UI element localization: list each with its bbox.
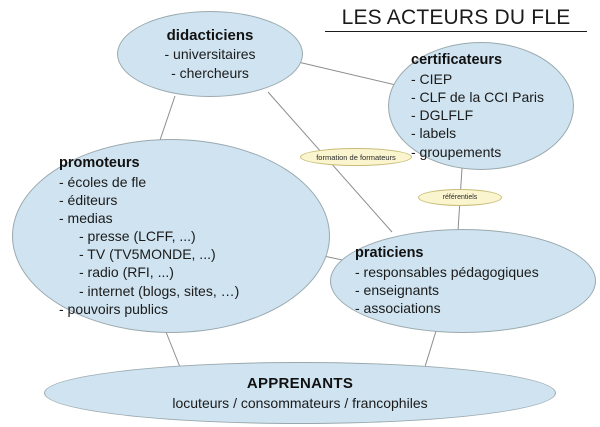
node-certificateurs-heading: certificateurs [411, 52, 503, 69]
edge-label-referentiels-text: référentiels [442, 194, 478, 201]
node-promoteurs-subitem: - TV (TV5MONDE, ...) [79, 246, 216, 263]
node-praticiens-heading: praticiens [355, 245, 424, 262]
node-promoteurs[interactable]: promoteurs - écoles de fle - éditeurs - … [12, 139, 330, 333]
node-apprenants[interactable]: APPRENANTS locuteurs / consommateurs / f… [44, 362, 556, 424]
node-praticiens-item: - enseignants [355, 282, 440, 299]
node-certificateurs-item: - groupements [411, 143, 502, 160]
node-certificateurs-item: - labels [411, 125, 457, 142]
node-certificateurs-item: - CIEP [411, 70, 453, 87]
connector-didacticiens-promoteurs [157, 95, 176, 147]
node-promoteurs-item: - éditeurs [59, 191, 118, 208]
edge-label-referentiels[interactable]: référentiels [418, 189, 502, 206]
node-apprenants-subtitle: locuteurs / consommateurs / francophiles [172, 394, 428, 411]
node-praticiens-item: - associations [355, 300, 441, 317]
edge-label-formation-de-formateurs[interactable]: formation de formateurs [300, 148, 412, 166]
node-praticiens-item: - responsables pédagogiques [355, 263, 539, 280]
node-promoteurs-item: - pouvoirs publics [59, 300, 168, 317]
node-promoteurs-heading: promoteurs [59, 154, 140, 171]
node-didacticiens[interactable]: didacticiens - universitaires - chercheu… [117, 11, 303, 97]
connector-didacticiens-certificateurs [297, 61, 401, 87]
node-didacticiens-item: - universitaires [164, 46, 256, 63]
node-certificateurs-item: - CLF de la CCI Paris [411, 88, 545, 105]
node-promoteurs-item: - medias [59, 209, 113, 226]
node-praticiens[interactable]: praticiens - responsables pédagogiques -… [330, 229, 596, 333]
node-promoteurs-item: - écoles de fle [59, 173, 147, 190]
node-apprenants-heading: APPRENANTS [246, 375, 354, 393]
node-didacticiens-item: - chercheurs [171, 64, 249, 81]
connector-praticiens-apprenants [423, 330, 437, 371]
node-promoteurs-subitem: - radio (RFI, ...) [79, 264, 174, 281]
node-promoteurs-subitem: - internet (blogs, sites, …) [79, 282, 240, 299]
node-certificateurs[interactable]: certificateurs - CIEP - CLF de la CCI Pa… [388, 42, 574, 170]
edge-label-formation-text: formation de formateurs [316, 152, 396, 162]
node-certificateurs-item: - DGLFLF [411, 107, 474, 124]
page-title: LES ACTEURS DU FLE [325, 6, 587, 32]
node-didacticiens-heading: didacticiens [166, 27, 254, 45]
node-promoteurs-subitem: - presse (LCFF, ...) [79, 228, 196, 245]
